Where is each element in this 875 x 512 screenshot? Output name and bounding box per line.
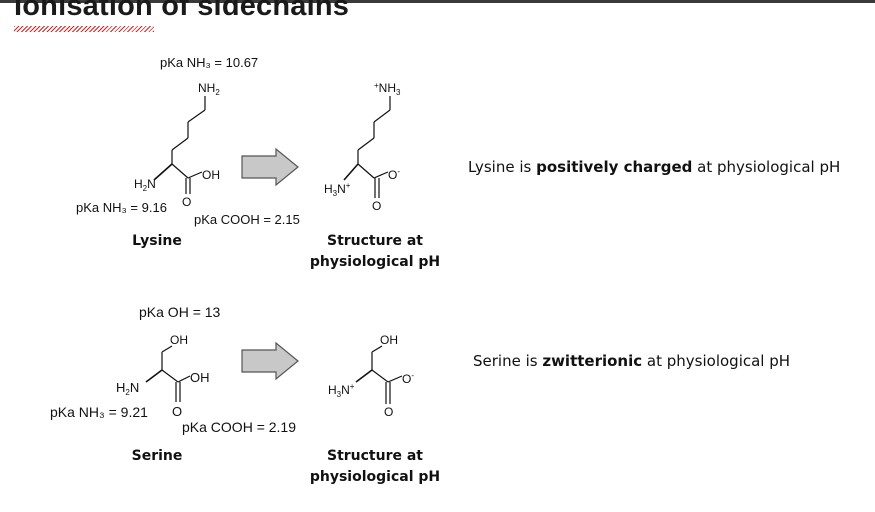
serine-structure-label-2: physiological pH	[309, 469, 441, 485]
lysine-name: Lysine	[132, 233, 182, 249]
lysine-pka-nh3: pKa NH₃ = 9.16	[76, 200, 167, 215]
serine-pka-nh3: pKa NH₃ = 9.21	[50, 404, 148, 420]
serine-charge-term: zwitterionic	[542, 352, 643, 370]
serine-h3n-label: H3N+	[328, 382, 355, 399]
serine-structure-label-1: Structure at	[326, 448, 424, 464]
serine-o2-label: O	[384, 405, 393, 419]
serine-oh-side-label: OH	[170, 333, 188, 347]
slide-title: Ionisation of sidechains	[14, 0, 350, 22]
lysine-structure-label-2: physiological pH	[309, 254, 441, 270]
serine-pka-cooh: pKa COOH = 2.19	[182, 419, 297, 435]
lysine-h2n-label: H2N	[134, 177, 156, 193]
serine-reaction-arrow	[241, 341, 299, 381]
lysine-charge-term: positively charged	[536, 158, 693, 176]
serine-oh-label: OH	[190, 370, 210, 385]
lysine-structure: NH2 H2N OH O	[134, 81, 220, 209]
lysine-nh3plus-label: +NH3	[374, 81, 401, 97]
lysine-o2-label: O	[372, 199, 381, 213]
serine-name: Serine	[131, 448, 183, 464]
serine-phys-oh-label: OH	[380, 333, 398, 347]
lysine-o-label: O	[182, 195, 191, 209]
serine-h2n-label: H2N	[116, 380, 139, 397]
serine-o-label: O	[172, 404, 182, 419]
lysine-statement: Lysine is positively charged at physiolo…	[468, 158, 841, 176]
top-border	[0, 0, 875, 3]
serine-physiological-structure: OH H3N+ O- O	[328, 333, 414, 419]
lysine-physiological-structure: +NH3 H3N+ O- O	[324, 81, 401, 213]
lysine-pka-side-nh3: pKa NH₃ = 10.67	[160, 55, 259, 70]
lysine-nh2-label: NH2	[198, 81, 220, 97]
lysine-pka-cooh: pKa COOH = 2.15	[194, 212, 300, 227]
serine-statement: Serine is zwitterionic at physiological …	[473, 352, 791, 370]
lysine-reaction-arrow	[241, 147, 299, 187]
serine-pka-oh: pKa OH = 13	[139, 304, 221, 320]
lysine-h3n-label: H3N+	[324, 181, 351, 198]
lysine-structure-label-1: Structure at	[326, 233, 424, 249]
lysine-ominus-label: O-	[388, 167, 400, 182]
spellcheck-underline	[14, 26, 154, 32]
serine-ominus-label: O-	[402, 371, 414, 386]
lysine-oh-label: OH	[202, 168, 220, 182]
serine-structure: OH H2N OH O	[116, 333, 210, 419]
